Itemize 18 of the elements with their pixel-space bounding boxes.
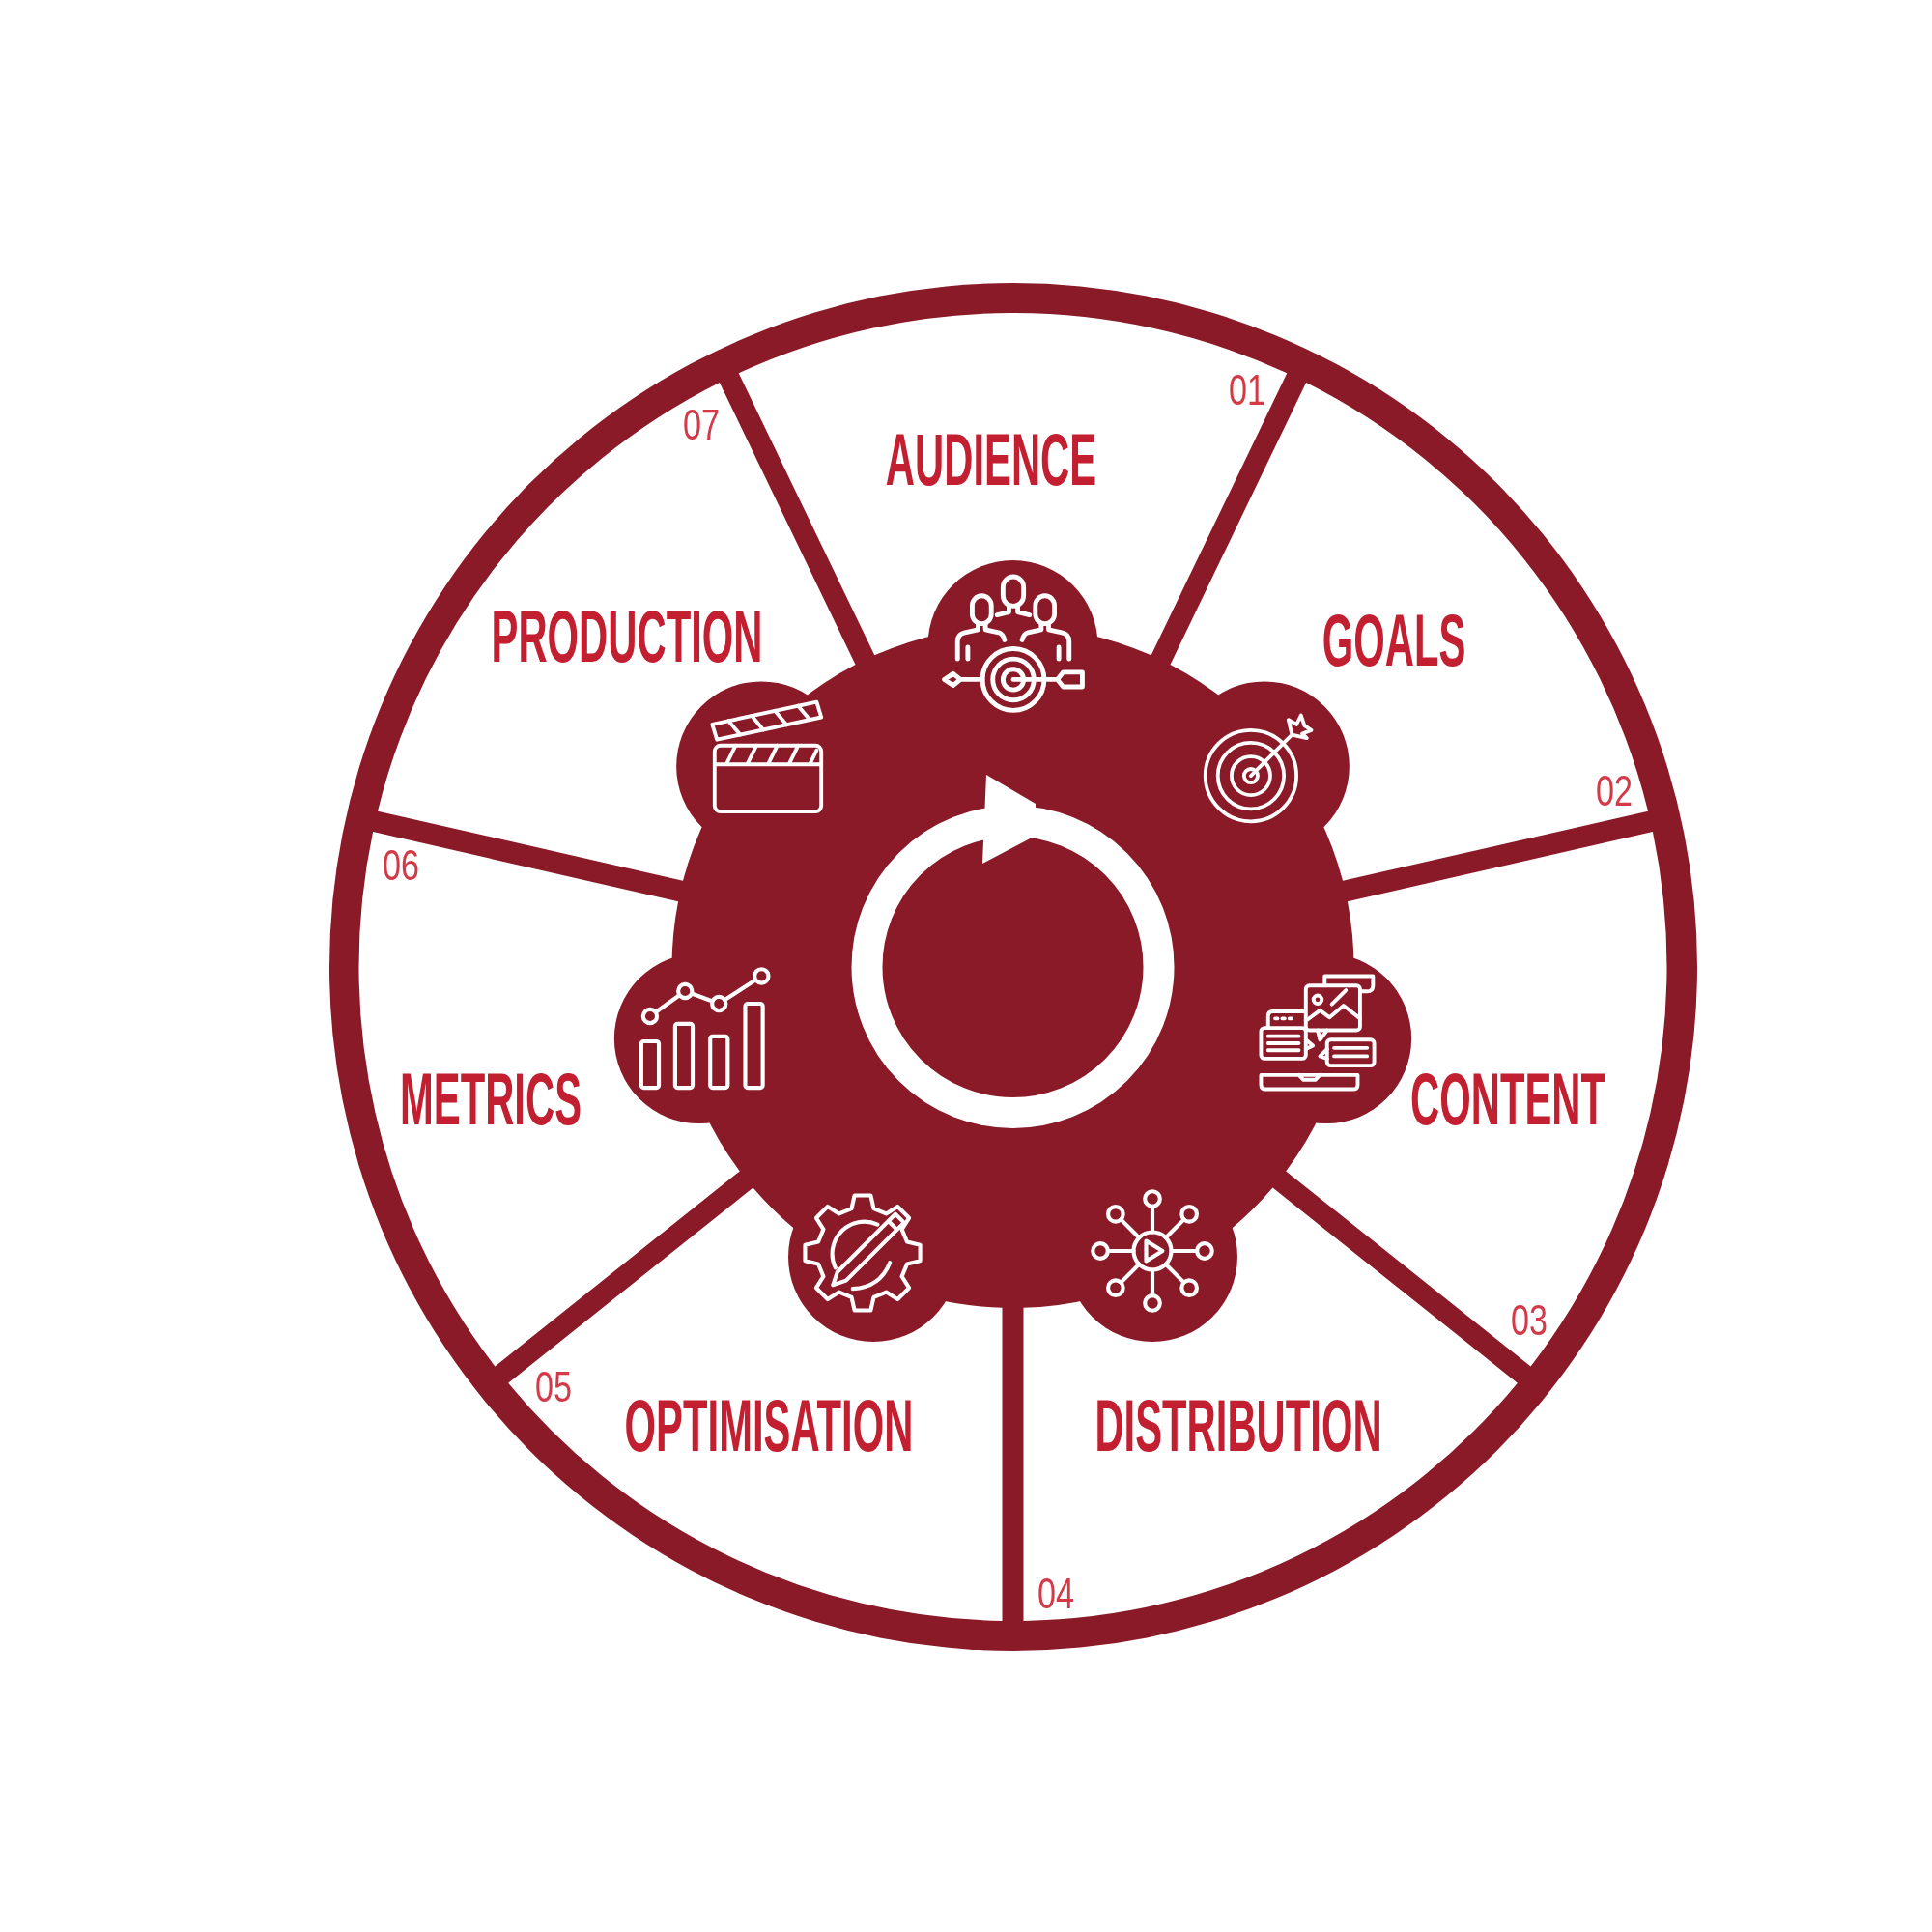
wheel-segment <box>358 832 740 1367</box>
step-number: 02 <box>1596 768 1633 812</box>
step-number: 06 <box>382 842 419 887</box>
wheel-segment <box>1286 832 1667 1367</box>
step-title: CONTENT <box>1410 1063 1605 1136</box>
step-title: PRODUCTION <box>491 600 763 673</box>
step-number: 04 <box>1037 1571 1074 1615</box>
step-number: 01 <box>1229 367 1265 412</box>
step-title: METRICS <box>399 1063 582 1136</box>
step-title: OPTIMISATION <box>624 1389 914 1463</box>
step-title: DISTRIBUTION <box>1094 1389 1382 1463</box>
step-title: AUDIENCE <box>885 423 1096 497</box>
step-number: 03 <box>1511 1297 1548 1342</box>
step-number: 07 <box>682 402 720 446</box>
wheel-segment <box>378 382 856 881</box>
wheel-segment <box>508 1187 1003 1621</box>
step-number: 05 <box>534 1364 572 1408</box>
step-title: GOALS <box>1321 604 1465 677</box>
